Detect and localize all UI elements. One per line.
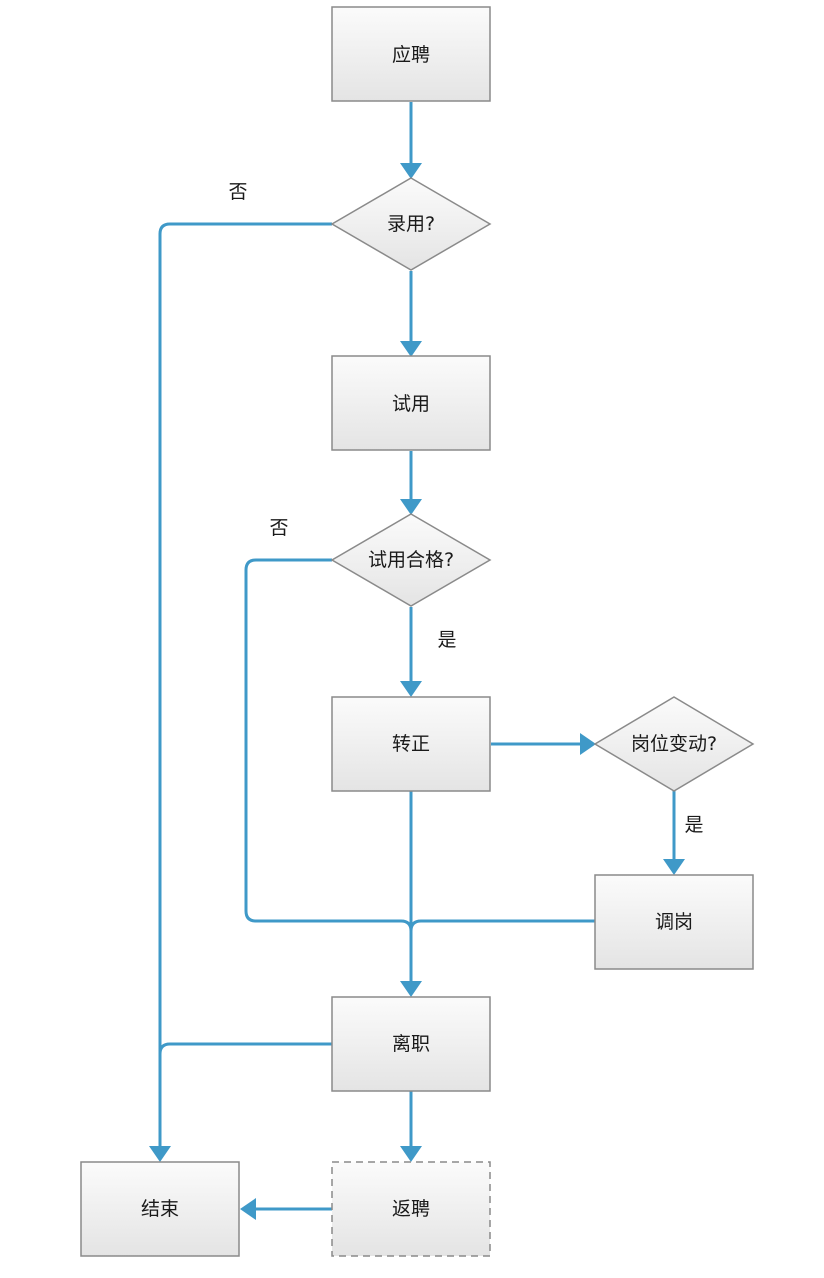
arrowhead-down-icon bbox=[400, 499, 422, 515]
node-end-label: 结束 bbox=[141, 1198, 179, 1220]
node-apply[interactable]: 应聘 bbox=[331, 6, 491, 102]
arrowhead-down-icon bbox=[400, 681, 422, 697]
arrowhead-down-icon bbox=[400, 163, 422, 179]
process-box bbox=[331, 696, 491, 792]
node-regularize-label: 转正 bbox=[392, 733, 430, 755]
edge-labels: 否 否 是 是 bbox=[228, 181, 703, 836]
process-box bbox=[594, 874, 754, 970]
edge-transfer-to-resign bbox=[409, 919, 595, 932]
arrowhead-down-icon bbox=[400, 341, 422, 357]
edge-resign-to-end bbox=[158, 1042, 332, 1055]
node-trial-label: 试用 bbox=[392, 393, 430, 415]
decision-diamond bbox=[593, 696, 755, 792]
process-box bbox=[331, 6, 491, 102]
process-box bbox=[331, 996, 491, 1092]
node-regularize[interactable]: 转正 bbox=[331, 696, 491, 792]
arrowhead-down-icon bbox=[400, 981, 422, 997]
arrowhead-down-icon bbox=[149, 1146, 171, 1162]
node-trial-pass-label: 试用合格? bbox=[368, 549, 454, 571]
edge-pass-no-to-resign bbox=[244, 558, 413, 985]
process-box-dashed bbox=[331, 1161, 491, 1257]
node-trial[interactable]: 试用 bbox=[331, 355, 491, 451]
edge-label-trial-yes: 是 bbox=[437, 629, 456, 651]
node-position-change-label: 岗位变动? bbox=[631, 733, 717, 755]
node-resign-label: 离职 bbox=[392, 1033, 430, 1055]
arrowhead-down-icon bbox=[663, 859, 685, 875]
arrowhead-right-icon bbox=[580, 733, 596, 755]
edge-hire-no-to-end bbox=[158, 222, 332, 1150]
arrowhead-down-icon bbox=[400, 1146, 422, 1162]
node-hire-decision-label: 录用? bbox=[387, 213, 435, 235]
edge-label-trial-no: 否 bbox=[269, 517, 288, 539]
node-resign[interactable]: 离职 bbox=[331, 996, 491, 1092]
node-apply-label: 应聘 bbox=[392, 44, 430, 66]
edge-label-change-yes: 是 bbox=[684, 814, 703, 836]
node-end[interactable]: 结束 bbox=[80, 1161, 240, 1257]
decision-diamond bbox=[330, 177, 492, 271]
arrowhead-left-icon bbox=[240, 1198, 256, 1220]
node-transfer[interactable]: 调岗 bbox=[594, 874, 754, 970]
node-rehire-label: 返聘 bbox=[392, 1198, 430, 1220]
edge-label-hire-no: 否 bbox=[228, 181, 247, 203]
node-transfer-label: 调岗 bbox=[655, 911, 693, 933]
connectors bbox=[149, 102, 685, 1220]
node-position-change[interactable]: 岗位变动? bbox=[593, 696, 755, 792]
node-trial-pass[interactable]: 试用合格? bbox=[330, 513, 492, 607]
node-hire-decision[interactable]: 录用? bbox=[330, 177, 492, 271]
process-box bbox=[331, 355, 491, 451]
node-rehire[interactable]: 返聘 bbox=[331, 1161, 491, 1257]
decision-diamond bbox=[330, 513, 492, 607]
process-box bbox=[80, 1161, 240, 1257]
